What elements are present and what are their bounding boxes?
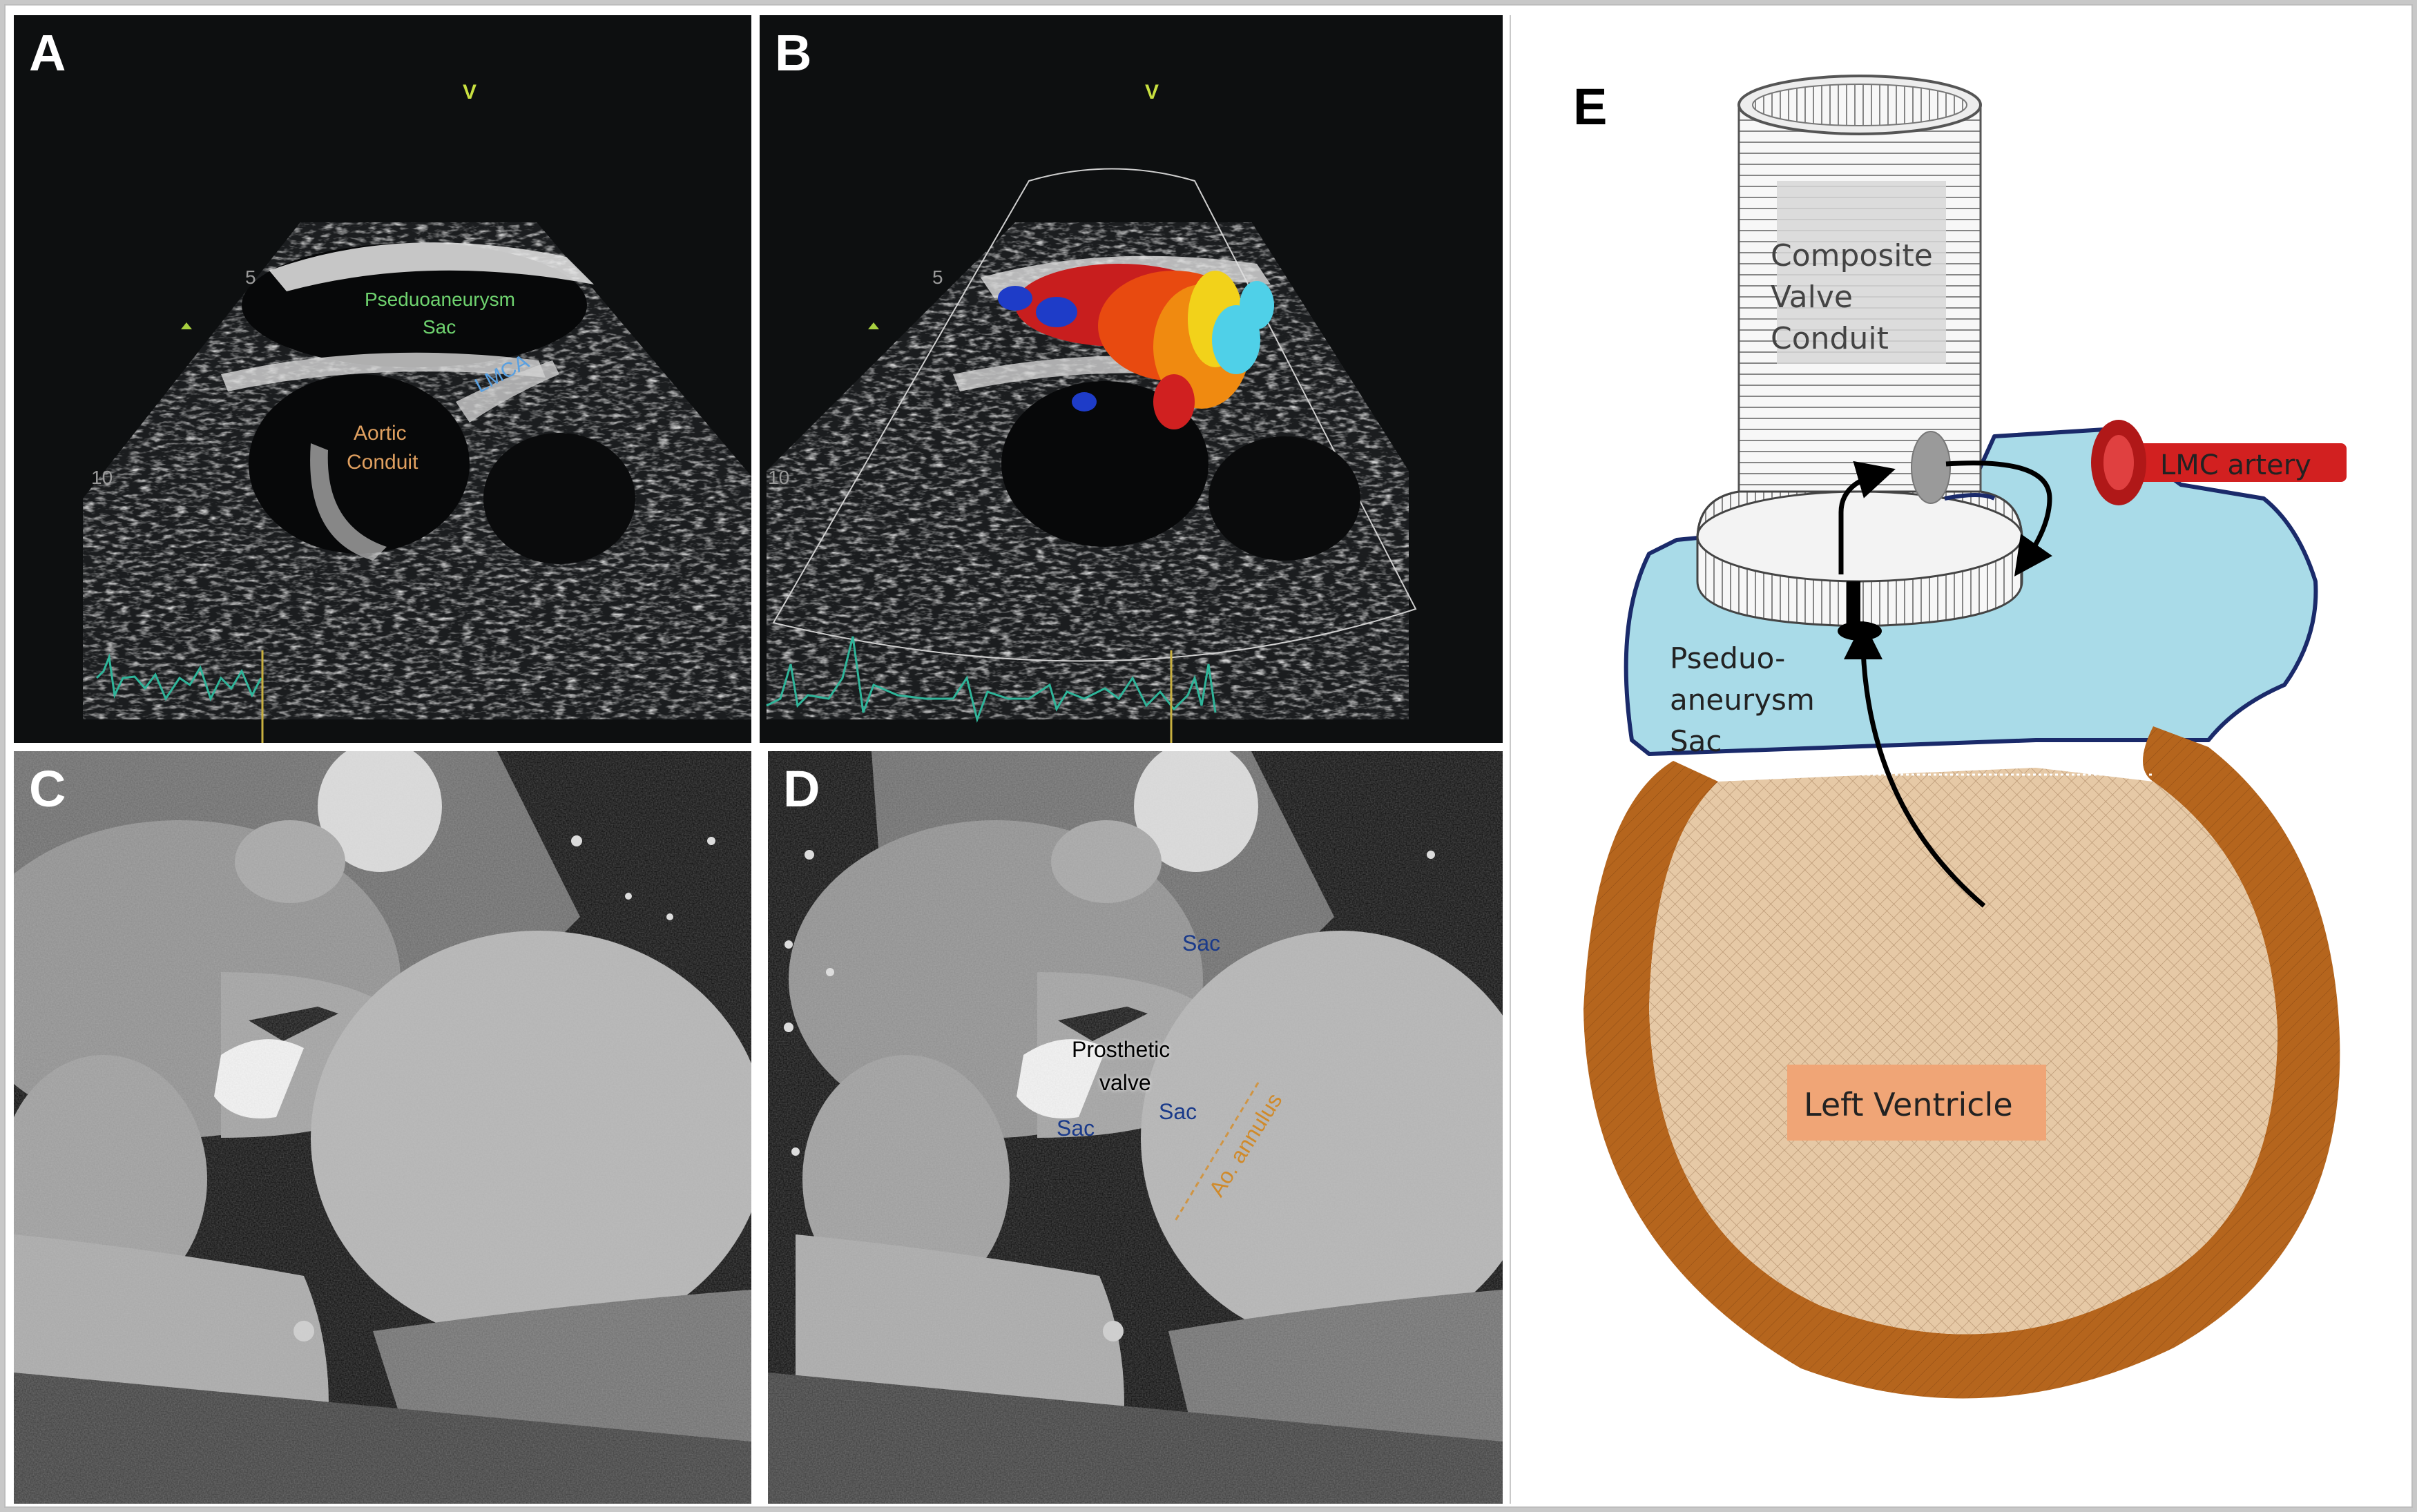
panel-a-depth-5: 5 xyxy=(245,266,256,288)
panel-e-diagram-image xyxy=(1583,75,2347,1399)
panel-d-label: D xyxy=(783,760,820,817)
panel-b-depth-10: 10 xyxy=(768,467,790,488)
panel-c-label: C xyxy=(29,760,66,817)
panel-e-sac-line2: aneurysm xyxy=(1670,683,1815,717)
panel-a-depth-10: 10 xyxy=(91,467,113,488)
panel-b-label: B xyxy=(775,24,812,81)
panel-e-conduit-line2: Valve xyxy=(1771,280,1853,315)
panel-c-ct-image xyxy=(14,751,751,1504)
panel-d-ct: D Sac Prosthetic valve Sac Sac Ao. annul… xyxy=(768,751,1503,1504)
figure-frame: A V 5 10 Pseduoaneurysm Sac Aortic Condu… xyxy=(4,4,2413,1508)
panel-e-sac-line1: Pseduo- xyxy=(1670,641,1786,675)
panel-b-doppler-image xyxy=(760,15,1503,743)
panel-d-prosthetic-line1: Prosthetic xyxy=(1072,1037,1171,1062)
panel-a-sac-label-line1: Pseduoaneurysm xyxy=(365,289,515,310)
panel-a-echo: A V 5 10 Pseduoaneurysm Sac Aortic Condu… xyxy=(14,15,751,743)
panel-e-sac-line3: Sac xyxy=(1670,724,1722,758)
panel-e-ventricle-label: Left Ventricle xyxy=(1804,1086,2013,1123)
panel-a-conduit-label-line1: Aortic xyxy=(354,422,407,445)
panel-b-doppler: B V 5 10 xyxy=(760,15,1503,743)
panel-a-label: A xyxy=(29,24,66,81)
panel-d-sac-right: Sac xyxy=(1159,1099,1197,1124)
panel-a-sac-label-line2: Sac xyxy=(423,316,456,338)
panel-e-label: E xyxy=(1573,78,1608,135)
panel-e-artery-label: LMC artery xyxy=(2160,449,2311,481)
panel-e-diagram: E Composite Valve Conduit LMC artery Pse… xyxy=(1510,15,2411,1504)
panel-a-v-marker: V xyxy=(463,81,477,104)
panel-d-prosthetic-line2: valve xyxy=(1099,1070,1151,1095)
panel-a-echo-image xyxy=(14,15,751,743)
panel-b-v-marker: V xyxy=(1145,81,1159,104)
panel-b-depth-5: 5 xyxy=(932,266,943,288)
panel-e-conduit-line1: Composite xyxy=(1771,238,1933,273)
panel-d-sac-left: Sac xyxy=(1057,1116,1095,1141)
panel-c-ct: C xyxy=(14,751,751,1504)
panel-e-conduit-line3: Conduit xyxy=(1771,321,1889,356)
panel-a-conduit-label-line2: Conduit xyxy=(347,451,418,474)
panel-d-sac-top: Sac xyxy=(1182,931,1221,956)
panel-d-ct-image xyxy=(768,751,1503,1504)
